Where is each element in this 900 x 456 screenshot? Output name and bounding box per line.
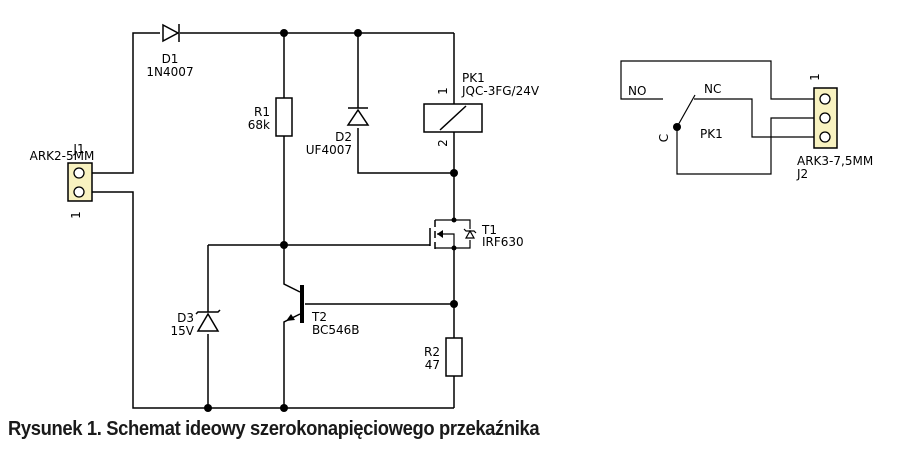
contact-nc-label: NC — [704, 82, 721, 96]
wire-t2-emitter — [283, 313, 301, 408]
contacts-ref-label: PK1 — [700, 127, 723, 141]
resistor-r2-body — [445, 337, 463, 377]
wire-nc — [694, 98, 816, 138]
pk1-ref-label: PK1 — [462, 71, 485, 85]
zener-d3-symbol — [196, 312, 220, 332]
wire-ground-rail — [90, 191, 454, 409]
pk1-value-label: JQC-3FG/24V — [461, 84, 540, 98]
j1-value-label: ARK2-5MM — [30, 149, 95, 163]
wire-common — [676, 117, 816, 175]
mosfet-drain — [435, 219, 471, 229]
mosfet-body — [437, 233, 455, 248]
relay-contacts-pk1: NO NC C PK1 — [620, 60, 816, 175]
t2-ref-label: T2 — [311, 310, 327, 324]
connector-pin — [819, 112, 831, 124]
resistor-r1: R1 68k — [248, 97, 293, 137]
figure-caption: Rysunek 1. Schemat ideowy szerokonapięci… — [8, 418, 540, 440]
pk1-pin2-label: 2 — [436, 139, 450, 147]
mosfet-source — [435, 240, 471, 249]
d2-value-label: UF4007 — [306, 143, 352, 157]
wire-j1-to-d1 — [90, 32, 160, 174]
j2-value-label: ARK3-7,5MM — [797, 154, 873, 168]
d2-ref-label: D2 — [335, 130, 352, 144]
r2-ref-label: R2 — [424, 345, 440, 359]
resistor-r1-body — [275, 97, 293, 137]
connector-pin — [73, 167, 85, 179]
junction-dot — [354, 29, 362, 37]
r1-value-label: 68k — [248, 118, 270, 132]
transistor-t2-emitter-arrow — [286, 314, 295, 321]
junction-dot — [204, 404, 212, 412]
contact-no-label: NO — [628, 84, 646, 98]
connector-pin — [819, 131, 831, 143]
t2-value-label: BC546B — [312, 323, 360, 337]
relay-switch-lever — [676, 94, 696, 128]
relay-coil-pk1: PK1 JQC-3FG/24V 1 2 — [423, 71, 540, 147]
relay-coil-slash — [439, 105, 467, 131]
diode-d1: D1 1N4007 — [146, 23, 194, 79]
t1-value-label: IRF630 — [482, 235, 524, 249]
wire-no — [620, 60, 816, 100]
d3-value-label: 15V — [171, 324, 195, 338]
junction-dot — [450, 300, 458, 308]
diode-d1-symbol — [162, 23, 180, 43]
zener-d3: D3 15V — [171, 309, 221, 338]
mosfet-arrow — [437, 230, 443, 238]
r1-ref-label: R1 — [254, 105, 270, 119]
mosfet-body-diode — [464, 229, 476, 239]
connector-j2: 1 ARK3-7,5MM J2 — [796, 73, 873, 181]
junction-dot — [280, 29, 288, 37]
diode-d2: D2 UF4007 — [306, 107, 370, 157]
connector-pin — [819, 93, 831, 105]
connector-pin — [73, 186, 85, 198]
junctions — [204, 29, 458, 412]
transistor-t2: T2 BC546B — [286, 285, 360, 337]
contact-c-label: C — [657, 134, 671, 142]
d1-ref-label: D1 — [162, 52, 179, 66]
wire-t2-collector — [283, 245, 301, 293]
mosfet-t1: T1 IRF630 — [429, 217, 524, 251]
zener-d3-cathode — [195, 309, 221, 315]
pk1-pin1-label: 1 — [436, 87, 450, 95]
junction-dot — [280, 241, 288, 249]
j2-pin1-label: 1 — [808, 73, 822, 81]
junction-dot — [450, 169, 458, 177]
j2-ref-label: J2 — [796, 167, 808, 181]
mosfet-body-diode-bar — [463, 228, 477, 234]
d3-ref-label: D3 — [177, 311, 194, 325]
d1-value-label: 1N4007 — [146, 65, 193, 79]
r2-value-label: 47 — [425, 358, 440, 372]
relay-common-pivot — [673, 123, 681, 131]
wires — [90, 32, 455, 409]
diode-d2-symbol — [346, 108, 370, 126]
j1-pin1-label: 1 — [69, 211, 83, 219]
t1-ref-label: T1 — [481, 223, 497, 237]
wire-d2-bottom — [357, 128, 454, 174]
junction-dot — [451, 217, 457, 223]
j1-ref-label: J1 — [72, 142, 84, 156]
junction-dot — [451, 245, 457, 251]
connector-j1: J1 ARK2-5MM 1 — [30, 142, 95, 219]
junction-dot — [280, 404, 288, 412]
resistor-r2: R2 47 — [424, 337, 463, 377]
